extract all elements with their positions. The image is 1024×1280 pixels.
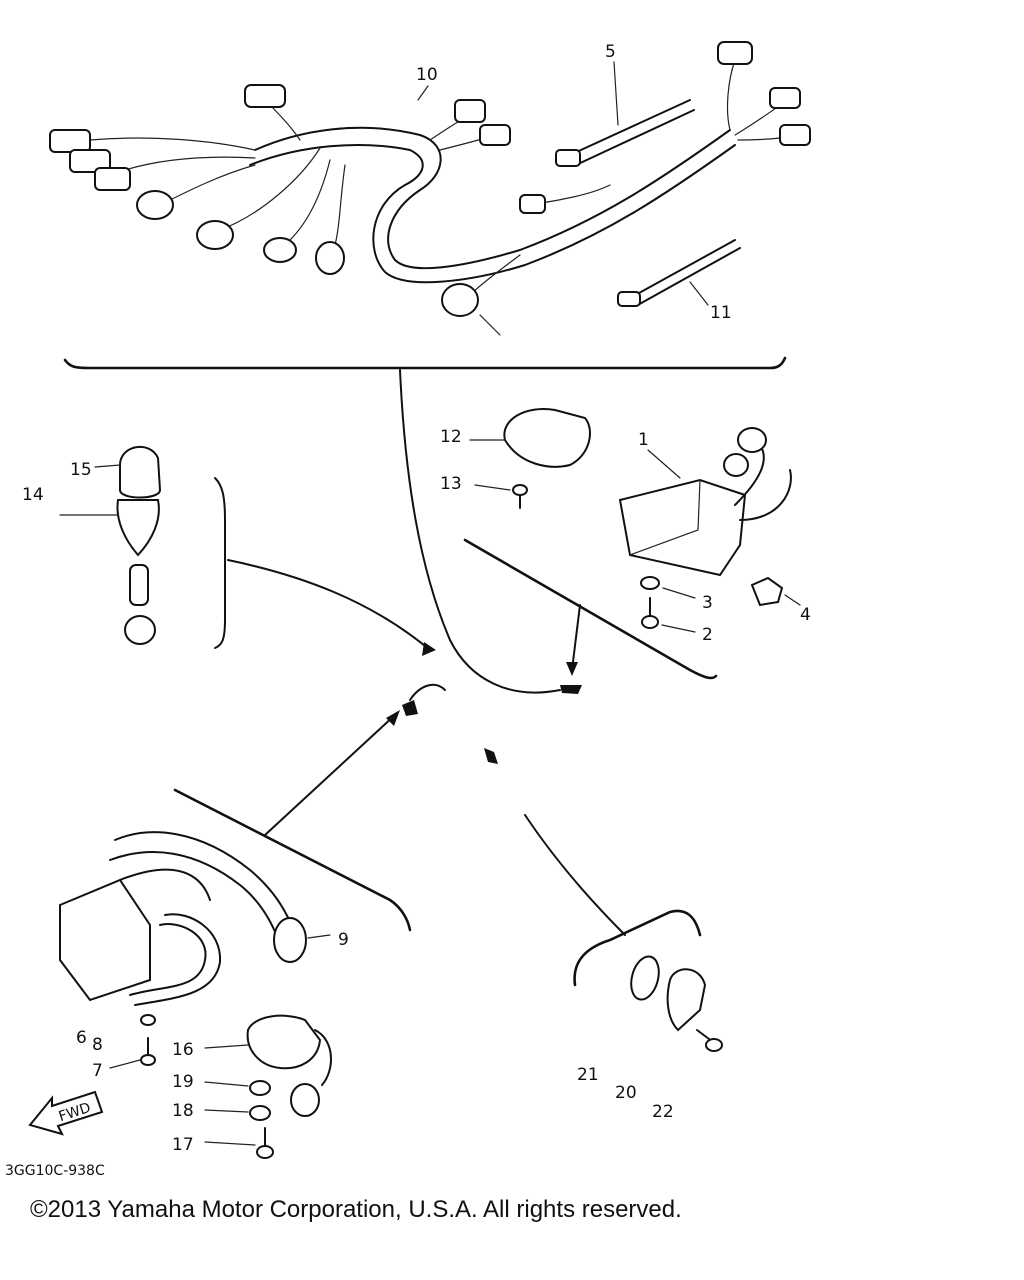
wire-lead-11 (617, 239, 741, 307)
part-number-labels: 10 5 11 12 13 1 3 2 4 15 14 9 6 8 7 16 1… (5, 42, 811, 1179)
harness-routing-line (399, 369, 561, 694)
wire-harness-10 (49, 41, 811, 336)
label-part-9: 9 (338, 930, 349, 950)
section-frame-lower-right (573, 909, 702, 987)
cdi-unit-1 (618, 427, 792, 577)
ignition-coil-9 (59, 831, 331, 1006)
nut-8 (140, 1014, 156, 1026)
label-part-21: 21 (577, 1065, 599, 1085)
bracket-20 (666, 968, 707, 1032)
label-part-8: 8 (92, 1035, 103, 1055)
section-frame-middle-right (463, 538, 718, 680)
section-frame-left (214, 477, 226, 649)
label-part-5: 5 (605, 42, 616, 62)
label-part-19: 19 (172, 1072, 194, 1092)
section-frame-lower-left (173, 788, 412, 932)
label-part-15: 15 (70, 460, 92, 480)
label-part-20: 20 (615, 1083, 637, 1103)
fwd-arrow-icon: FWD (28, 1090, 104, 1136)
washer-18 (204, 1105, 271, 1121)
drawing-code: 3GG10C-938C (5, 1163, 105, 1179)
bolt-7 (109, 1037, 156, 1069)
rectifier-16 (204, 1014, 333, 1117)
label-part-7: 7 (92, 1061, 103, 1081)
section-frame-top (63, 356, 787, 370)
wire-lead-5 (555, 99, 695, 167)
label-part-6: 6 (76, 1028, 87, 1048)
bolt-2 (641, 597, 696, 633)
washer-3 (640, 576, 696, 599)
label-part-4: 4 (800, 605, 811, 625)
label-part-10: 10 (416, 65, 438, 85)
label-part-2: 2 (702, 625, 713, 645)
label-part-22: 22 (652, 1102, 674, 1122)
cap-15 (94, 464, 121, 468)
screw-22 (696, 1029, 723, 1052)
label-part-16: 16 (172, 1040, 194, 1060)
label-part-18: 18 (172, 1101, 194, 1121)
washer-19 (204, 1080, 271, 1096)
copyright-notice: ©2013 Yamaha Motor Corporation, U.S.A. A… (30, 1196, 682, 1223)
cover-12 (469, 408, 591, 468)
bolt-17 (204, 1127, 274, 1159)
label-part-1: 1 (638, 430, 649, 450)
nut-4 (750, 576, 801, 607)
label-part-11: 11 (710, 303, 732, 323)
grommet-21 (630, 955, 660, 1001)
label-part-14: 14 (22, 485, 44, 505)
label-part-13: 13 (440, 474, 462, 494)
label-part-17: 17 (172, 1135, 194, 1155)
screw-13 (474, 484, 528, 509)
label-part-3: 3 (702, 593, 713, 613)
label-part-12: 12 (440, 427, 462, 447)
spark-plug-cap-14 (59, 445, 162, 645)
